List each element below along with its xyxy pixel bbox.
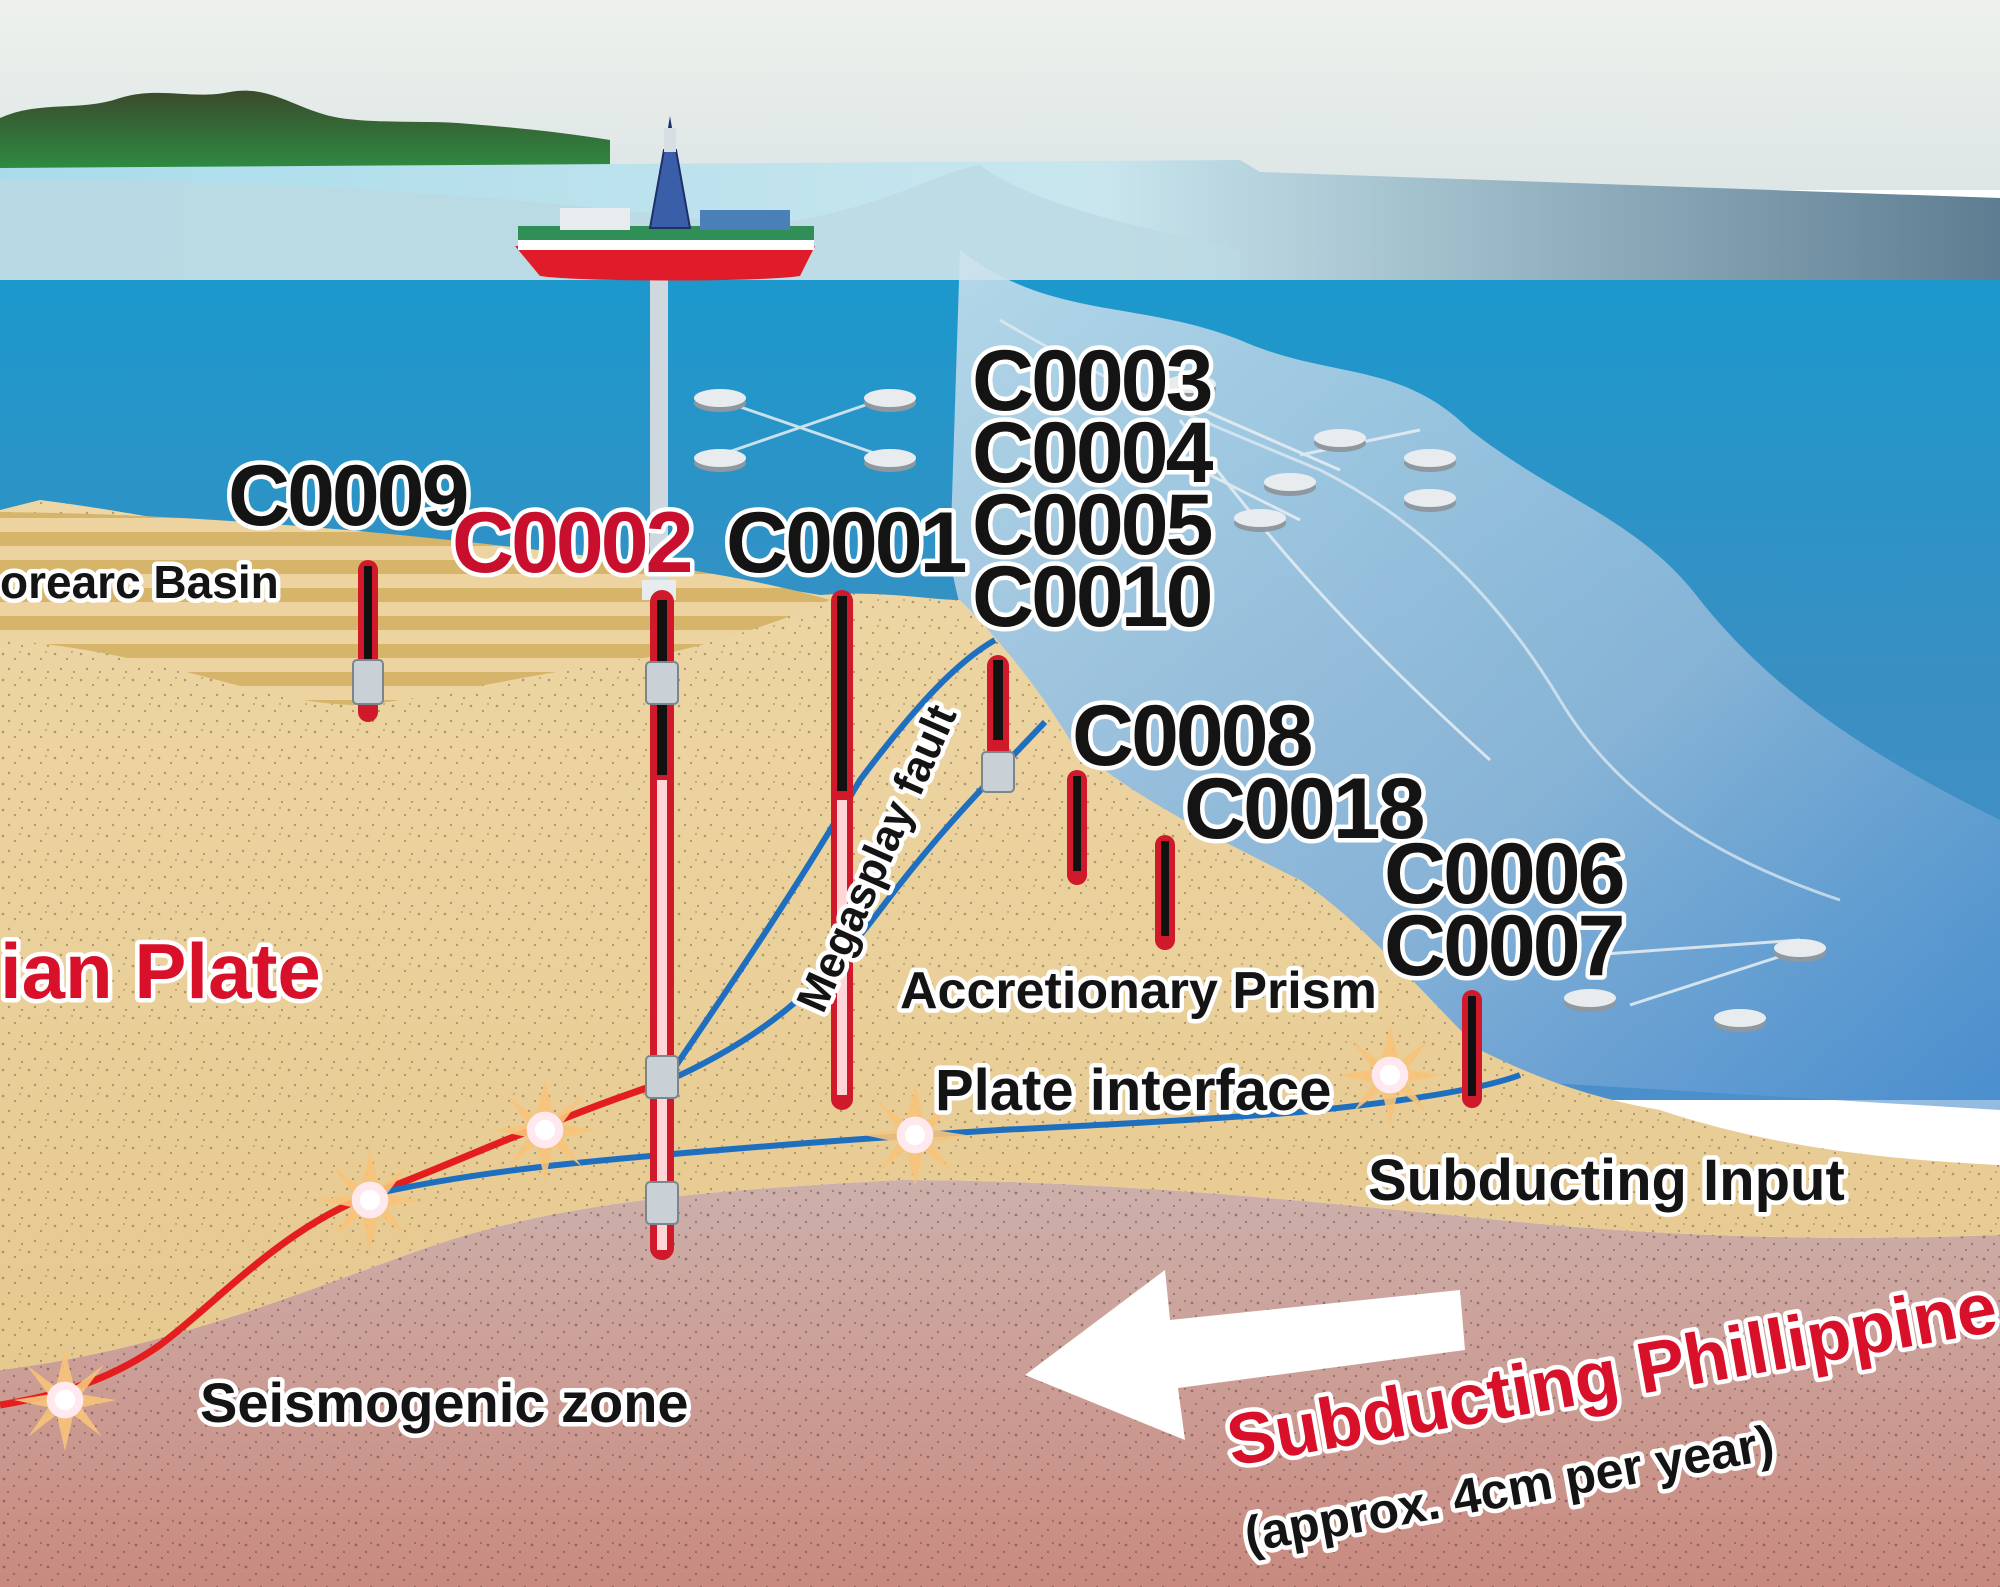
drilling-ship-icon [515, 116, 815, 281]
site-label-c0001: C0001 [726, 495, 966, 591]
borehole-c0002 [642, 275, 679, 1260]
site-label-c0008: C0008 [1072, 688, 1312, 784]
site-label-c0002: C0002 [452, 495, 691, 591]
forearc-basin-layers [0, 512, 830, 705]
coastal-land [0, 90, 610, 170]
subducting-input-label: Subducting Input [1368, 1148, 1845, 1213]
site-label-c0006: C0006 [1384, 826, 1623, 922]
forearc-basin-label: orearc Basin [0, 556, 279, 608]
site-label-c0005: C0005 [972, 477, 1212, 573]
seismogenic-zone-label: Seismogenic zone [200, 1371, 689, 1434]
borehole-c0018 [1155, 835, 1175, 950]
slope-ridge [999, 318, 1841, 902]
site-label-c0010: C0010 [972, 549, 1211, 645]
site-label-c0004: C0004 [972, 405, 1214, 501]
site-label-c0018: C0018 [1184, 761, 1424, 857]
borehole-c0008 [1067, 770, 1087, 885]
accretionary-prism-label: Accretionary Prism [900, 962, 1377, 1020]
site-label-c0003: C0003 [972, 333, 1211, 429]
plate-motion-arrow-icon [1025, 1270, 1465, 1440]
plate-interface-label: Plate interface [935, 1058, 1332, 1123]
borehole-c0006 [1462, 990, 1482, 1108]
site-label-c0009: C0009 [228, 448, 467, 544]
site-label-c0007: C0007 [1384, 898, 1623, 994]
overriding-plate-label: ian Plate [0, 927, 321, 1015]
borehole-c0001 [831, 590, 853, 1110]
borehole-c0009 [352, 560, 384, 722]
borehole-c0010 [981, 655, 1015, 793]
